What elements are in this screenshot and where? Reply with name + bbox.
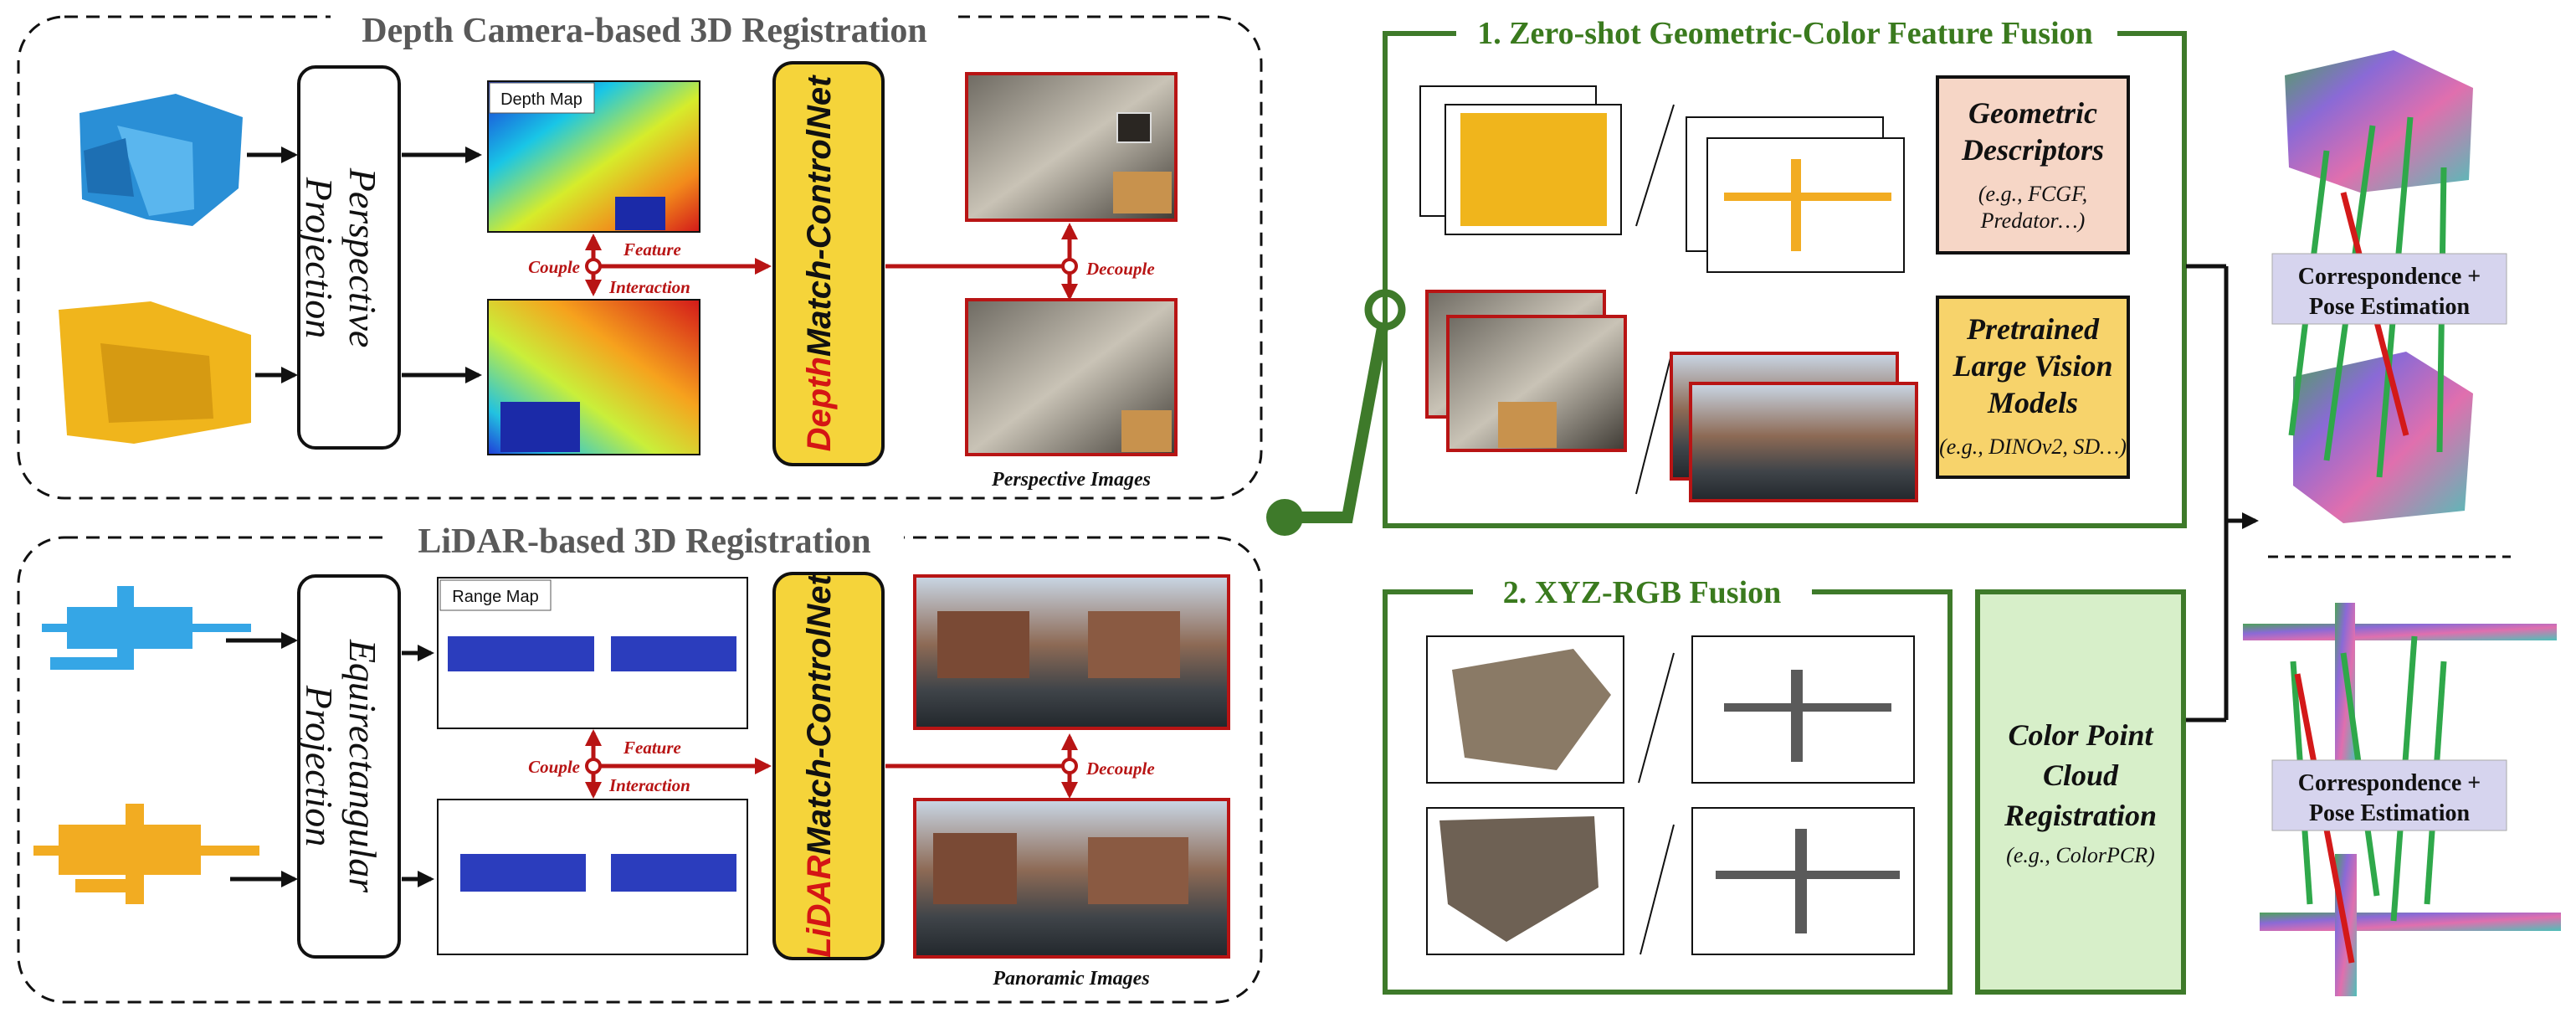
perspective-projection-box <box>297 65 401 450</box>
depth-map-label: Depth Map <box>500 90 582 109</box>
fusion1-image-stack <box>1425 290 1627 452</box>
depthmatch-controlnet-box <box>772 61 885 466</box>
source-range-map: Range Map <box>437 577 748 729</box>
source-lidar-cloud <box>42 586 251 670</box>
range-map-label: Range Map <box>452 588 538 606</box>
separator-line-4 <box>1640 824 1675 955</box>
vision-models-note: (e.g., DINOv2, SD…) <box>1939 435 2127 459</box>
panoramic-images-caption: Panoramic Images <box>992 968 1149 990</box>
lidar-panel-title: LiDAR-based 3D Registration <box>418 522 870 561</box>
decouple-label-top: Decouple <box>1085 259 1155 279</box>
correspondence-label-bottom: Correspondence + <box>2298 770 2481 796</box>
panoramic-image-1 <box>913 574 1230 730</box>
separator-line-2 <box>1635 351 1673 495</box>
lidarmatch-controlnet-label: LiDARMatch-ControlNet <box>801 573 838 957</box>
separator-line-3 <box>1638 652 1675 784</box>
merge-bracket <box>2186 264 2259 722</box>
color-registration-note: (e.g., ColorPCR) <box>2006 843 2155 867</box>
fusion1-pano-stack <box>1670 352 1918 502</box>
depthmatch-controlnet-label: DepthMatch-ControlNet <box>801 75 838 452</box>
geometric-descriptors-note: (e.g., FCGF,Predator…) <box>1978 182 2087 233</box>
target-lidar-cloud <box>33 804 259 904</box>
equirectangular-projection-label: EquirectangularProjection <box>298 639 384 893</box>
output-bottom: Correspondence + Pose Estimation <box>2243 603 2561 996</box>
target-range-map <box>437 799 748 955</box>
fusion2-title: 2. XYZ-RGB Fusion <box>1503 575 1782 610</box>
color-registration-box <box>1975 589 2186 995</box>
decouple-label-bottom: Decouple <box>1085 758 1155 779</box>
couple-label-bottom: Couple <box>528 757 580 777</box>
correspondence-label-top: Correspondence + <box>2298 264 2481 290</box>
perspective-image-2 <box>965 298 1178 456</box>
fusion1-sparse-stack <box>1686 116 1905 273</box>
pose-estimation-label-top: Pose Estimation <box>2309 294 2471 320</box>
source-depth-cloud <box>80 94 243 226</box>
interaction-label-bottom: Interaction <box>608 775 690 795</box>
lidarmatch-controlnet-box <box>772 572 885 960</box>
perspective-image-1 <box>965 72 1178 222</box>
couple-label-top: Couple <box>528 257 580 277</box>
source-depth-map: Depth Map <box>487 80 700 233</box>
fusion1-title: 1. Zero-shot Geometric-Color Feature Fus… <box>1477 16 2093 51</box>
depth-panel-title: Depth Camera-based 3D Registration <box>362 12 926 50</box>
perspective-projection-label: PerspectiveProjection <box>298 167 384 348</box>
fusion2-sparse-clouds <box>1691 635 1915 955</box>
geometric-descriptors-box <box>1936 75 2130 255</box>
equirectangular-projection-box <box>297 574 401 959</box>
panel-connector <box>1266 289 1406 536</box>
fusion2-color-clouds <box>1426 635 1624 955</box>
panoramic-image-2 <box>913 798 1230 959</box>
feature-label-bottom: Feature <box>623 738 681 758</box>
target-depth-cloud <box>59 301 251 444</box>
perspective-images-caption: Perspective Images <box>991 469 1151 491</box>
fusion1-render-stack <box>1419 85 1622 235</box>
separator-line <box>1635 104 1675 227</box>
feature-label-top: Feature <box>623 239 681 260</box>
vision-models-box <box>1936 296 2130 479</box>
pose-estimation-label-bottom: Pose Estimation <box>2309 800 2471 826</box>
output-top: Correspondence + Pose Estimation <box>2271 50 2507 523</box>
interaction-label-top: Interaction <box>608 277 690 297</box>
target-depth-map <box>487 299 700 455</box>
